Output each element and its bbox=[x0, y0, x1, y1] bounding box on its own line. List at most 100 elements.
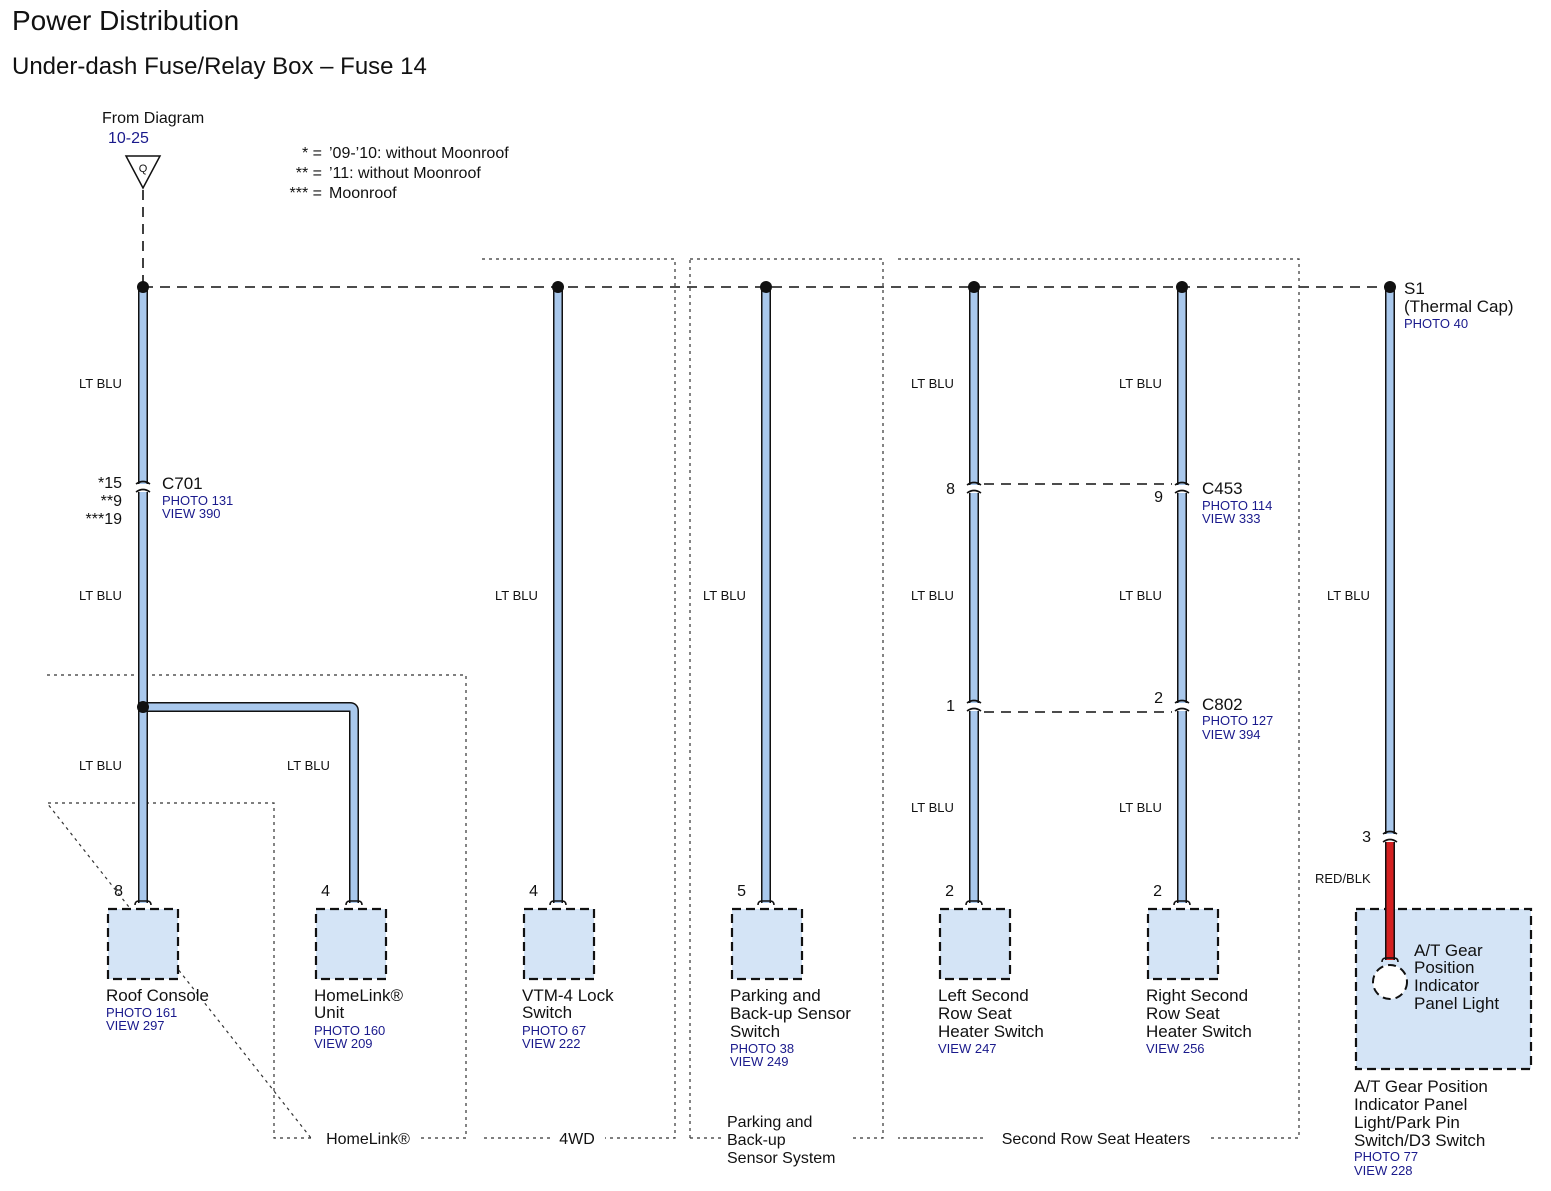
wire-label: LT BLU bbox=[1119, 800, 1162, 815]
wire-label: LT BLU bbox=[79, 758, 122, 773]
c701-pin-1: *15 bbox=[98, 475, 122, 492]
component-name-2: Row Seat bbox=[1146, 1004, 1220, 1023]
group-label-parking-1: Parking and bbox=[727, 1114, 812, 1131]
component-name-1: VTM-4 Lock bbox=[522, 986, 614, 1005]
component-photo-link[interactable]: PHOTO 161 bbox=[106, 1005, 177, 1020]
wire-label-red: RED/BLK bbox=[1315, 871, 1371, 886]
wire-label: LT BLU bbox=[1119, 588, 1162, 603]
component-name-2: Back-up Sensor bbox=[730, 1004, 851, 1023]
wire-label: LT BLU bbox=[911, 376, 954, 391]
component-name-3: Switch bbox=[730, 1022, 780, 1041]
component-pin: 8 bbox=[114, 883, 123, 900]
group-box-homelink bbox=[45, 674, 467, 1139]
component-view-link[interactable]: VIEW 256 bbox=[1146, 1041, 1205, 1056]
component-pin: 4 bbox=[529, 883, 538, 900]
legend-key-1: * = bbox=[302, 145, 322, 162]
component-view-link[interactable]: VIEW 247 bbox=[938, 1041, 997, 1056]
component-photo-link[interactable]: PHOTO 67 bbox=[522, 1023, 586, 1038]
source-label: From Diagram bbox=[102, 110, 204, 127]
wire-label: LT BLU bbox=[495, 588, 538, 603]
component-name-2: Row Seat bbox=[938, 1004, 1012, 1023]
at-inner-3: Indicator bbox=[1414, 976, 1480, 995]
source-connector-letter: Q bbox=[139, 163, 148, 175]
c802-name: C802 bbox=[1202, 695, 1243, 714]
at-photo-link[interactable]: PHOTO 77 bbox=[1354, 1149, 1418, 1164]
group-label-parking-3: Sensor System bbox=[727, 1150, 835, 1167]
at-outer-4: Switch/D3 Switch bbox=[1354, 1131, 1485, 1150]
c802-photo-link[interactable]: PHOTO 127 bbox=[1202, 713, 1273, 728]
c701-view-link[interactable]: VIEW 390 bbox=[162, 506, 221, 521]
component-view-link[interactable]: VIEW 209 bbox=[314, 1036, 373, 1051]
component-name: Roof Console bbox=[106, 986, 209, 1005]
page-title: Power Distribution bbox=[12, 5, 239, 36]
component-pin: 2 bbox=[945, 883, 954, 900]
component-name-3: Heater Switch bbox=[938, 1022, 1044, 1041]
connector-c802: 1 2 C802 PHOTO 127 VIEW 394 bbox=[946, 690, 1273, 742]
component-pin: 5 bbox=[737, 883, 746, 900]
connector-breaks bbox=[135, 480, 1398, 843]
c802-left-pin: 1 bbox=[946, 698, 955, 715]
c701-pin-3: ***19 bbox=[86, 511, 123, 528]
splice-desc: (Thermal Cap) bbox=[1404, 297, 1514, 316]
c802-view-link[interactable]: VIEW 394 bbox=[1202, 727, 1261, 742]
component-name-2: Unit bbox=[314, 1003, 345, 1022]
legend: * = ’09-’10: without Moonroof ** = ’11: … bbox=[290, 145, 510, 202]
at-inner-1: A/T Gear bbox=[1414, 941, 1483, 960]
at-outer-3: Light/Park Pin bbox=[1354, 1113, 1460, 1132]
wire-homelink bbox=[143, 702, 359, 903]
component-photo-link[interactable]: PHOTO 38 bbox=[730, 1041, 794, 1056]
splice-photo-link[interactable]: PHOTO 40 bbox=[1404, 316, 1468, 331]
component-name-1: Parking and bbox=[730, 986, 821, 1005]
splice-name: S1 bbox=[1404, 279, 1425, 298]
wire-label: LT BLU bbox=[911, 800, 954, 815]
component-view-link[interactable]: VIEW 297 bbox=[106, 1018, 165, 1033]
group-label-homelink: HomeLink® bbox=[326, 1131, 410, 1148]
wire-label: LT BLU bbox=[1119, 376, 1162, 391]
component-name-1: HomeLink® bbox=[314, 986, 404, 1005]
component-at-gear-position[interactable]: A/T Gear Position Indicator Panel Light … bbox=[1354, 842, 1533, 1178]
at-outer-1: A/T Gear Position bbox=[1354, 1077, 1488, 1096]
c701-photo-link[interactable]: PHOTO 131 bbox=[162, 493, 233, 508]
component-pin: 2 bbox=[1153, 883, 1162, 900]
component-vtm4-lock-switch[interactable]: 4 VTM-4 Lock Switch PHOTO 67 VIEW 222 bbox=[522, 883, 614, 1051]
wire-label: LT BLU bbox=[1327, 588, 1370, 603]
c453-name: C453 bbox=[1202, 479, 1243, 498]
page-subtitle: Under-dash Fuse/Relay Box – Fuse 14 bbox=[12, 53, 427, 80]
component-left-seat-heater-switch[interactable]: 2 Left Second Row Seat Heater Switch VIE… bbox=[938, 883, 1044, 1056]
c453-photo-link[interactable]: PHOTO 114 bbox=[1202, 498, 1272, 513]
legend-text-3: Moonroof bbox=[329, 185, 397, 202]
wire-label: LT BLU bbox=[287, 758, 330, 773]
component-view-link[interactable]: VIEW 249 bbox=[730, 1054, 789, 1069]
connector-c453: 8 9 C453 PHOTO 114 VIEW 333 bbox=[946, 479, 1272, 526]
legend-text-2: ’11: without Moonroof bbox=[329, 165, 481, 182]
at-view-link[interactable]: VIEW 228 bbox=[1354, 1163, 1413, 1178]
wire-label: LT BLU bbox=[79, 588, 122, 603]
component-name-2: Switch bbox=[522, 1003, 572, 1022]
at-outer-2: Indicator Panel bbox=[1354, 1095, 1467, 1114]
wire-label: LT BLU bbox=[79, 376, 122, 391]
wire-label: LT BLU bbox=[703, 588, 746, 603]
source-ref-link[interactable]: 10-25 bbox=[108, 130, 149, 147]
c802-right-pin: 2 bbox=[1154, 690, 1163, 707]
connector-c701: *15 **9 ***19 C701 PHOTO 131 VIEW 390 bbox=[86, 474, 234, 528]
c701-pin-2: **9 bbox=[101, 493, 122, 510]
source-connector-icon bbox=[124, 155, 162, 190]
at-pin-number: 3 bbox=[1362, 829, 1371, 846]
component-view-link[interactable]: VIEW 222 bbox=[522, 1036, 581, 1051]
at-inner-4: Panel Light bbox=[1414, 994, 1499, 1013]
component-roof-console[interactable]: 8 Roof Console PHOTO 161 VIEW 297 bbox=[106, 883, 209, 1033]
group-label-parking-2: Back-up bbox=[727, 1132, 786, 1149]
component-name-1: Left Second bbox=[938, 986, 1029, 1005]
c453-view-link[interactable]: VIEW 333 bbox=[1202, 511, 1261, 526]
c453-right-pin: 9 bbox=[1154, 489, 1163, 506]
group-box-4wd bbox=[482, 258, 676, 1139]
component-homelink-unit[interactable]: 4 HomeLink® Unit PHOTO 160 VIEW 209 bbox=[314, 883, 404, 1051]
legend-key-3: *** = bbox=[290, 185, 322, 202]
component-name-1: Right Second bbox=[1146, 986, 1248, 1005]
component-photo-link[interactable]: PHOTO 160 bbox=[314, 1023, 385, 1038]
component-name-3: Heater Switch bbox=[1146, 1022, 1252, 1041]
group-box-parking bbox=[689, 258, 884, 1139]
component-right-seat-heater-switch[interactable]: 2 Right Second Row Seat Heater Switch VI… bbox=[1146, 883, 1252, 1056]
component-parking-switch[interactable]: 5 Parking and Back-up Sensor Switch PHOT… bbox=[730, 883, 851, 1069]
